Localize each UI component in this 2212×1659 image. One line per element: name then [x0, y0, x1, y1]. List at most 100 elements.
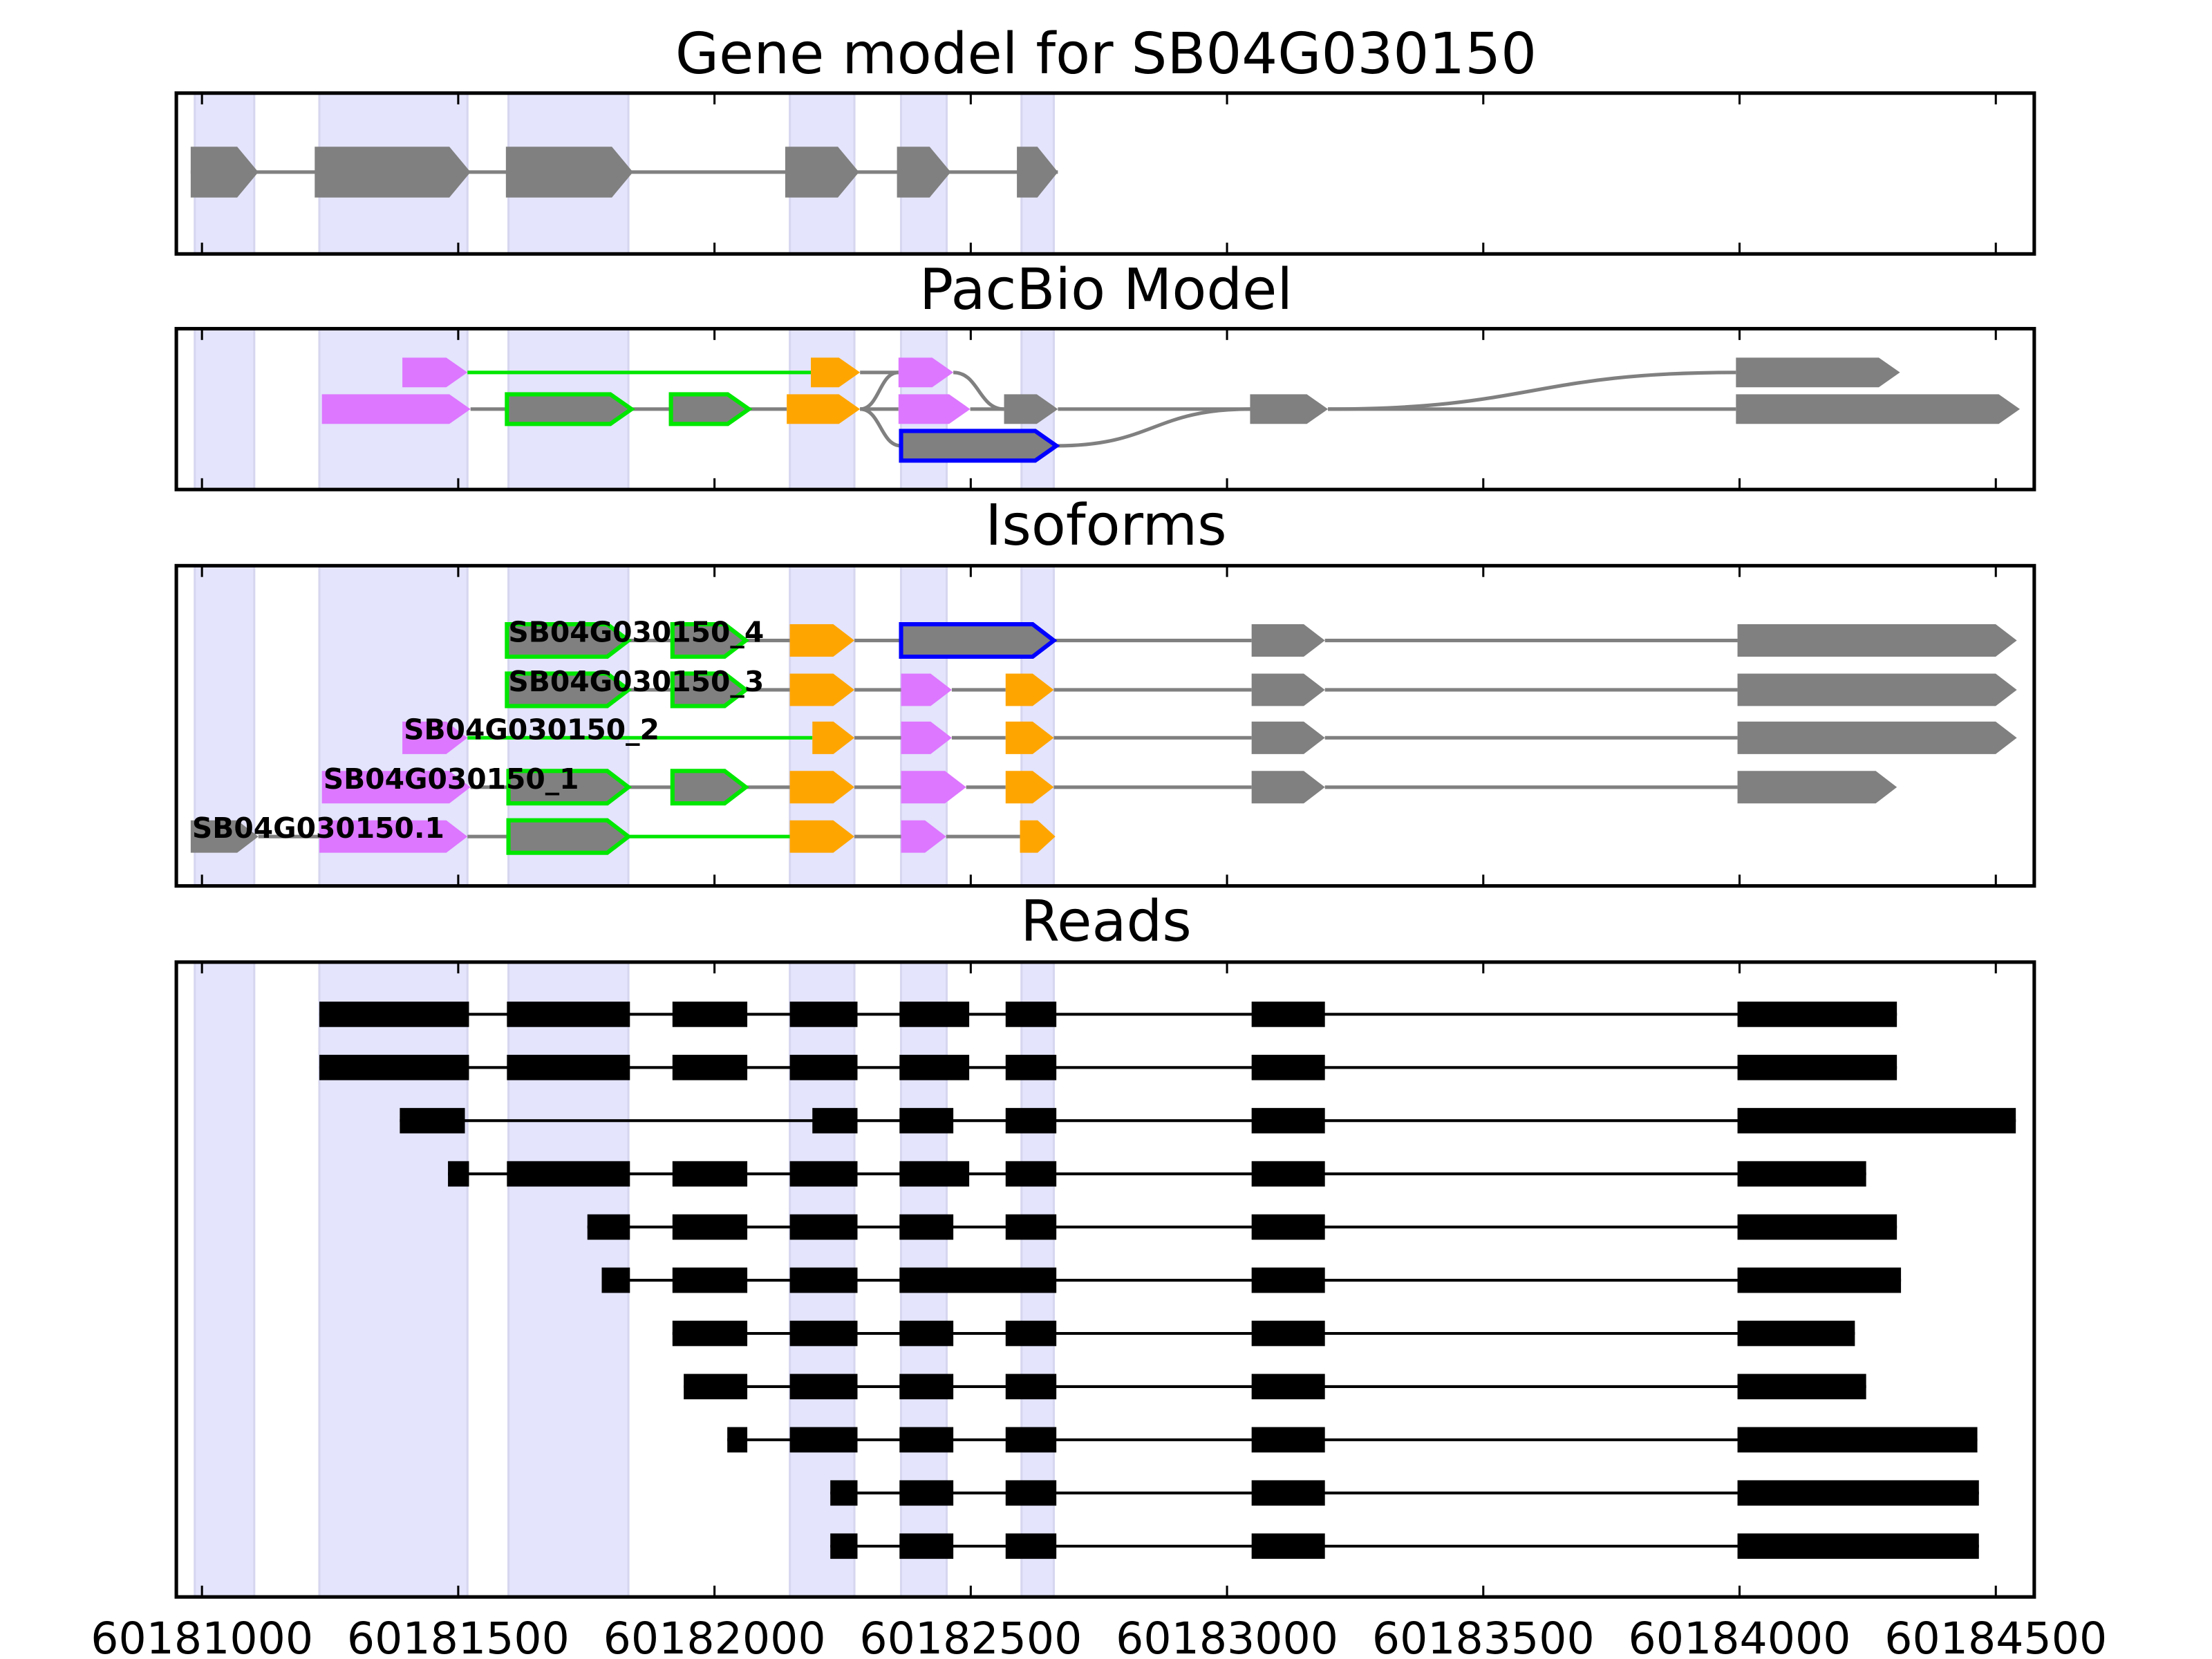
panel-frame: [174, 563, 2036, 888]
isoforms-panel: SB04G030150_4SB04G030150_3SB04G030150_2S…: [174, 563, 2036, 888]
pacbio-exon: [1736, 394, 2021, 424]
read-block: [789, 1161, 858, 1187]
isoform-exon: [1005, 673, 1054, 706]
pacbio-exon: [898, 357, 954, 388]
isoform-exon: [1737, 624, 2017, 657]
read-block: [789, 1267, 858, 1293]
isoform-row: SB04G030150_1: [321, 762, 1897, 806]
pacbio-edge: [859, 371, 899, 411]
read-block: [1251, 1214, 1325, 1240]
read-block: [1251, 1054, 1325, 1080]
isoform-exon: [670, 769, 749, 806]
read-block: [789, 1320, 858, 1347]
read-block: [1737, 1267, 1902, 1293]
read-row: [319, 1001, 1897, 1027]
read-block: [1005, 1533, 1057, 1559]
read-block: [899, 1320, 954, 1347]
x-tick-label: 60181500: [347, 1613, 570, 1659]
gene-exon: [1017, 147, 1058, 198]
pacbio-exon: [899, 429, 1060, 463]
read-block: [1251, 1001, 1325, 1027]
isoform-row: SB04G030150_4: [505, 616, 2017, 659]
isoform-exon: [1251, 624, 1325, 657]
isoform-label: SB04G030150_4: [508, 616, 764, 649]
isoform-exon: [506, 769, 632, 806]
pacbio-title: PacBio Model: [919, 257, 1293, 323]
isoform-exon: [1020, 820, 1056, 853]
read-block: [899, 1054, 970, 1080]
pacbio-exon: [321, 394, 471, 424]
pacbio-exon: [787, 394, 861, 424]
read-block: [727, 1427, 748, 1453]
read-block: [1737, 1427, 1978, 1453]
read-block: [1737, 1480, 1979, 1506]
read-block: [789, 1214, 858, 1240]
gene-exon: [505, 147, 633, 198]
gene-exon: [897, 147, 951, 198]
isoform-exon: [1005, 721, 1054, 754]
reads-title: Reads: [1020, 889, 1192, 955]
read-block: [1737, 1054, 1897, 1080]
panel-frame: [174, 91, 2036, 256]
x-tick-label: 60183000: [1116, 1613, 1338, 1659]
isoform-exon: [899, 622, 1058, 659]
read-block: [899, 1267, 1057, 1293]
read-block: [899, 1533, 954, 1559]
isoform-exon: [505, 622, 632, 659]
isoform-exon: [789, 820, 855, 853]
read-block: [830, 1480, 858, 1506]
read-block: [507, 1054, 630, 1080]
isoform-label: SB04G030150_2: [404, 713, 659, 746]
read-block: [1005, 1374, 1057, 1400]
read-block: [1737, 1533, 1979, 1559]
gene-exon: [315, 147, 471, 198]
read-block: [899, 1001, 970, 1027]
read-block: [319, 1054, 469, 1080]
isoform-exon: [1005, 771, 1054, 804]
isoform-exon: [506, 818, 632, 855]
isoform-row: SB04G030150_2: [402, 713, 2017, 754]
read-block: [672, 1161, 748, 1187]
isoform-row: SB04G030150_3: [505, 665, 2017, 709]
read-row: [830, 1480, 1979, 1506]
read-block: [1737, 1107, 2016, 1134]
read-row: [448, 1161, 1866, 1187]
read-block: [319, 1001, 469, 1027]
pacbio-exon: [402, 357, 468, 388]
pacbio-exon: [811, 357, 861, 388]
isoform-exon: [901, 673, 952, 706]
isoform-row: SB04G030150.1: [190, 812, 1056, 855]
read-block: [1737, 1161, 1866, 1187]
x-tick-label: 60183500: [1372, 1613, 1595, 1659]
gene-exon: [190, 147, 259, 198]
isoform-exon: [1251, 673, 1325, 706]
isoform-exon: [505, 671, 632, 709]
read-block: [507, 1161, 630, 1187]
pacbio-exon: [1250, 394, 1329, 424]
read-block: [1251, 1374, 1325, 1400]
isoform-exon: [789, 771, 855, 804]
pacbio-exon: [668, 392, 753, 427]
read-block: [789, 1374, 858, 1400]
read-row: [601, 1267, 1902, 1293]
read-block: [789, 1001, 858, 1027]
isoform-exon: [789, 624, 855, 657]
read-block: [448, 1161, 469, 1187]
isoform-label: SB04G030150_3: [508, 665, 764, 698]
isoform-exon: [901, 721, 952, 754]
isoform-exon: [901, 820, 946, 853]
pacbio-exon: [1736, 357, 1900, 388]
gene-exon: [785, 147, 859, 198]
read-block: [899, 1214, 954, 1240]
isoform-exon: [1737, 721, 2017, 754]
isoform-exon: [1251, 771, 1325, 804]
read-block: [1005, 1480, 1057, 1506]
pacbio-edge: [1056, 407, 1250, 448]
read-block: [1737, 1214, 1897, 1240]
read-row: [587, 1214, 1897, 1240]
read-block: [789, 1427, 858, 1453]
isoform-exon: [670, 671, 749, 709]
read-block: [1005, 1427, 1057, 1453]
pacbio-edge: [859, 407, 901, 448]
